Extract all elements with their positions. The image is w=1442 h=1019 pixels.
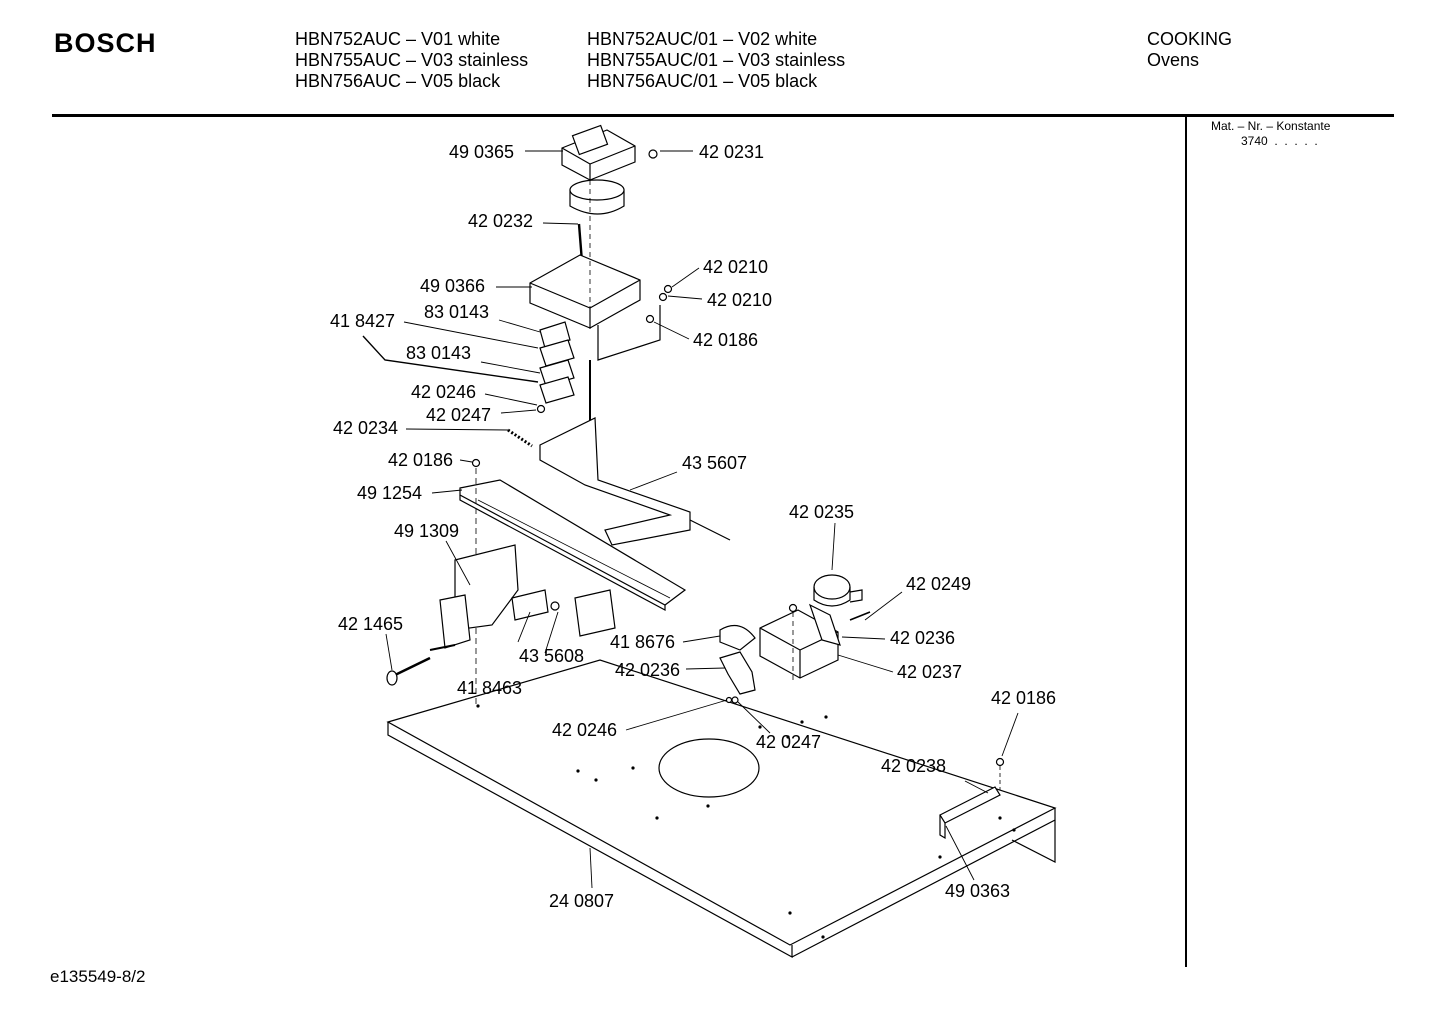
callout-label: 42 0235 <box>789 502 854 522</box>
model-line: HBN755AUC – V03 stainless <box>295 50 529 70</box>
motor-assembly <box>561 124 658 263</box>
callout-label: 42 0210 <box>707 290 772 310</box>
callout-label: 42 0186 <box>991 688 1056 708</box>
category-subtitle: Ovens <box>1147 50 1200 70</box>
callout-label: 42 0231 <box>699 142 764 162</box>
rear-bracket <box>939 757 1005 840</box>
leader-lines <box>362 150 1019 889</box>
callout-label: 42 0238 <box>881 756 946 776</box>
slide-plate <box>459 458 687 705</box>
brand-logo: BOSCH <box>54 28 157 58</box>
thermostat-components <box>719 574 871 704</box>
callout-label: 42 0247 <box>426 405 491 425</box>
model-line: HBN752AUC/01 – V02 white <box>587 29 818 49</box>
callout-label: 41 8427 <box>330 311 395 331</box>
side-divider <box>1185 117 1187 967</box>
callout-label: 42 0236 <box>890 628 955 648</box>
callout-label: 42 0210 <box>703 257 768 277</box>
header-divider <box>52 114 1394 117</box>
callout-label: 42 0249 <box>906 574 971 594</box>
callout-label: 83 0143 <box>424 302 489 322</box>
document-reference: e135549-8/2 <box>50 967 146 986</box>
callout-label: 42 0232 <box>468 211 533 231</box>
bottom-plate <box>386 659 1057 959</box>
material-number-label: Mat. – Nr. – Konstante <box>1211 119 1331 133</box>
callout-label: 42 0236 <box>615 660 680 680</box>
model-line: HBN752AUC – V01 white <box>295 29 501 49</box>
category-title: COOKING <box>1147 29 1233 49</box>
callout-label: 42 0247 <box>756 732 821 752</box>
callout-label: 43 5608 <box>519 646 584 666</box>
callout-label: 42 0186 <box>693 330 758 350</box>
category-block: COOKING Ovens <box>1147 29 1232 71</box>
callout-label: 42 0234 <box>333 418 398 438</box>
callout-label: 49 1254 <box>357 483 422 503</box>
callout-label: 83 0143 <box>406 343 471 363</box>
callout-label: 42 0237 <box>897 662 962 682</box>
model-list-1: HBN752AUC – V01 white HBN755AUC – V03 st… <box>295 29 528 92</box>
callout-label: 49 1309 <box>394 521 459 541</box>
callout-label: 24 0807 <box>549 891 614 911</box>
callout-label: 42 0246 <box>411 382 476 402</box>
model-list-2: HBN752AUC/01 – V02 white HBN755AUC/01 – … <box>587 29 845 92</box>
switch-bracket <box>529 180 673 414</box>
callout-label: 42 1465 <box>338 614 403 634</box>
model-line: HBN756AUC/01 – V05 black <box>587 71 818 91</box>
material-number-block: Mat. – Nr. – Konstante 3740 . . . . . <box>1211 119 1330 149</box>
callout-label: 49 0366 <box>420 276 485 296</box>
callout-label: 43 5607 <box>682 453 747 473</box>
model-line: HBN755AUC/01 – V03 stainless <box>587 50 846 70</box>
latch-assembly <box>386 544 616 686</box>
lever-assembly <box>507 360 731 546</box>
model-line: HBN756AUC – V05 black <box>295 71 501 91</box>
callout-labels: 49 0365 42 0231 42 0232 42 0210 42 0210 … <box>330 142 1056 911</box>
callout-label: 49 0363 <box>945 881 1010 901</box>
callout-label: 42 0246 <box>552 720 617 740</box>
callout-label: 41 8463 <box>457 678 522 698</box>
callout-label: 42 0186 <box>388 450 453 470</box>
callout-label: 41 8676 <box>610 632 675 652</box>
callout-label: 49 0365 <box>449 142 514 162</box>
material-number-value: 3740 . . . . . <box>1241 134 1318 148</box>
